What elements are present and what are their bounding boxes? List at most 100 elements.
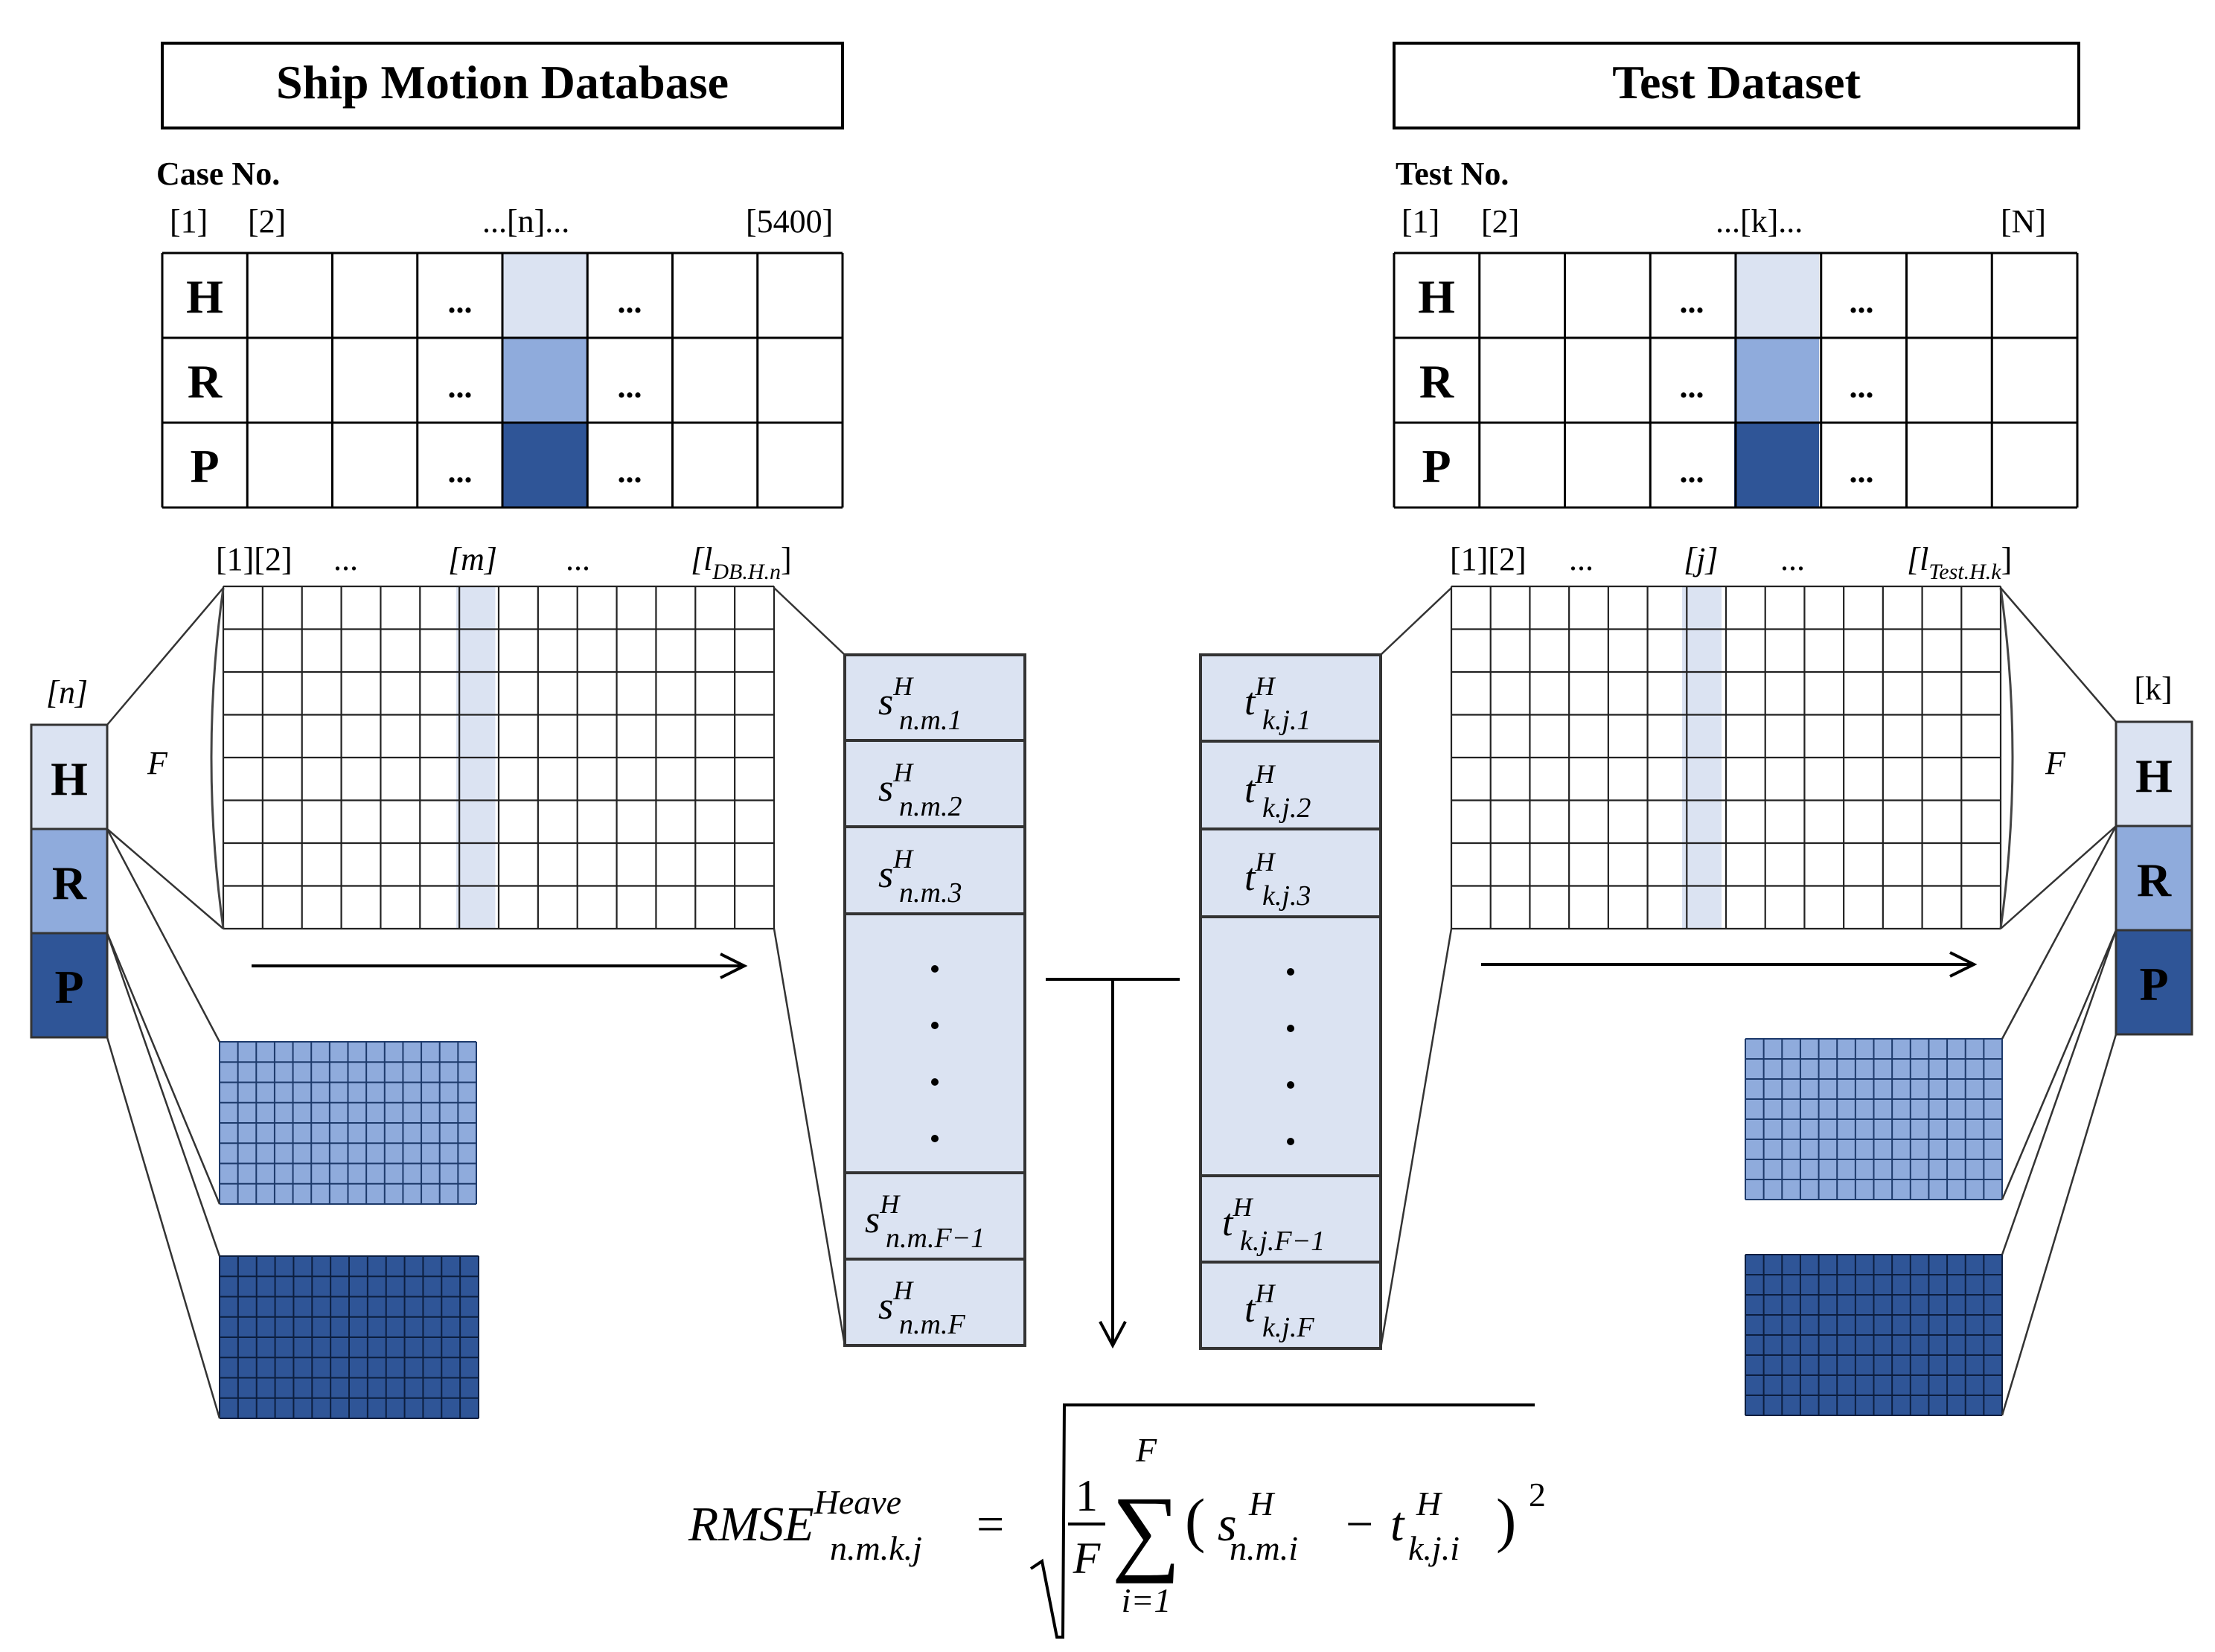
left-row-label-heave: H (186, 270, 223, 323)
s-vertical-ellipsis (931, 965, 939, 1142)
right-row-label-heave: H (1418, 270, 1455, 323)
right-time-arrow (1481, 951, 1978, 978)
right-series-matrix (1450, 585, 2014, 930)
left-stack-label-heave: H (51, 752, 88, 805)
t-vertical-ellipsis (1287, 968, 1294, 1145)
right-ellipsis-2a: ... (1680, 368, 1704, 405)
left-stack-index: [n] (46, 674, 88, 711)
left-index-first: [1] (170, 203, 208, 240)
left-case-label: Case No. (156, 156, 280, 192)
left-case-table: H R P ... ... ... ... ... ... (161, 252, 844, 509)
left-index-last: [5400] (746, 203, 833, 240)
left-series-matrix (210, 585, 776, 930)
left-ellipsis-2a: ... (448, 368, 473, 405)
left-stack-heave (30, 723, 109, 830)
right-row-label-roll: R (1419, 355, 1454, 408)
right-index-mid: ...[k]... (1716, 203, 1803, 240)
left-title: Ship Motion Database (276, 56, 729, 109)
left-stack-pitch (30, 932, 109, 1039)
right-stack-index: [k] (2134, 670, 2172, 707)
left-ellipsis-3a: ... (448, 453, 473, 490)
right-index-second: [2] (1481, 203, 1519, 240)
formula-equals: = (977, 1497, 1004, 1552)
right-time-first: [1][2] (1450, 541, 1527, 577)
right-time-last: [lTest.H.k] (1907, 541, 2012, 584)
left-roll-matrix-grid (219, 1041, 477, 1205)
left-time-dots2: ... (566, 541, 590, 577)
formula-sum-upper: F (1135, 1431, 1157, 1469)
left-time-first: [1][2] (216, 541, 293, 577)
right-stack-label-roll: R (2137, 854, 2172, 906)
right-pitch-matrix-grid (1745, 1254, 2003, 1416)
right-stack-heave (2115, 720, 2193, 827)
left-hrp-stack: H R P (30, 723, 109, 1039)
right-ellipsis-1b: ... (1850, 284, 1874, 320)
right-row-label-pitch: P (1422, 440, 1451, 493)
right-roll-matrix-grid (1745, 1038, 2003, 1200)
right-index-first: [1] (1401, 203, 1439, 240)
formula-radical (1029, 1403, 1535, 1639)
right-case-grid-lines (1393, 252, 2079, 509)
right-time-mid: [j] (1684, 541, 1718, 577)
formula-frac-num: 1 (1075, 1471, 1098, 1520)
left-panel: Ship Motion Database Case No. [1] [2] ..… (30, 42, 1026, 1419)
formula-sum: ∑ (1112, 1477, 1181, 1584)
right-index-last: [N] (2001, 203, 2046, 240)
right-hrp-stack: H R P (2115, 720, 2193, 1036)
left-index-second: [2] (248, 203, 286, 240)
right-f-label: F (2045, 745, 2066, 781)
right-highlight-roll (1734, 338, 1819, 423)
right-stack-label-pitch: P (2139, 958, 2168, 1011)
right-case-table: H R P ... ... ... ... ... ... (1393, 252, 2079, 509)
right-title: Test Dataset (1612, 56, 1861, 109)
left-ellipsis-3b: ... (618, 453, 642, 490)
left-highlight-pitch (502, 423, 587, 508)
formula-sum-lower: i=1 (1122, 1581, 1172, 1619)
left-stack-label-pitch: P (54, 961, 83, 1014)
right-case-label: Test No. (1396, 156, 1509, 192)
right-highlight-heave (1734, 253, 1819, 338)
left-time-mid: [m] (448, 541, 497, 577)
left-title-box (161, 42, 844, 129)
right-time-dots2: ... (1780, 541, 1805, 577)
right-title-box (1393, 42, 2080, 129)
left-highlight-roll (502, 338, 587, 423)
left-case-grid-lines (161, 252, 844, 509)
left-row-label-pitch: P (190, 440, 219, 493)
left-time-arrow (252, 953, 748, 979)
formula-frac-den: F (1073, 1534, 1102, 1583)
left-row-label-roll: R (188, 355, 223, 408)
right-ellipsis-2b: ... (1850, 368, 1874, 405)
left-f-label: F (147, 745, 168, 781)
right-stack-pitch (2115, 929, 2193, 1036)
right-connector-lines (1379, 587, 2117, 1416)
left-ellipsis-2b: ... (618, 368, 642, 405)
left-time-dots1: ... (333, 541, 358, 577)
right-stack-label-heave: H (2135, 749, 2173, 802)
left-series-grid-lines (222, 585, 776, 930)
right-ellipsis-3b: ... (1850, 453, 1874, 490)
left-stack-label-roll: R (52, 857, 87, 909)
left-index-mid: ...[n]... (482, 203, 569, 240)
right-panel: Test Dataset Test No. [1] [2] ...[k]... … (1199, 42, 2193, 1416)
left-series-brace (210, 587, 225, 929)
right-time-dots1: ... (1569, 541, 1594, 577)
left-ellipsis-1a: ... (448, 284, 473, 320)
left-time-last: [lDB.H.n] (691, 541, 792, 584)
left-pitch-matrix-grid (219, 1255, 479, 1419)
right-highlight-pitch (1734, 423, 1819, 508)
formula-body: ( s H n.m.i − t H k.j.i ) 2 (1185, 1472, 1546, 1571)
left-stack-roll (30, 827, 109, 935)
